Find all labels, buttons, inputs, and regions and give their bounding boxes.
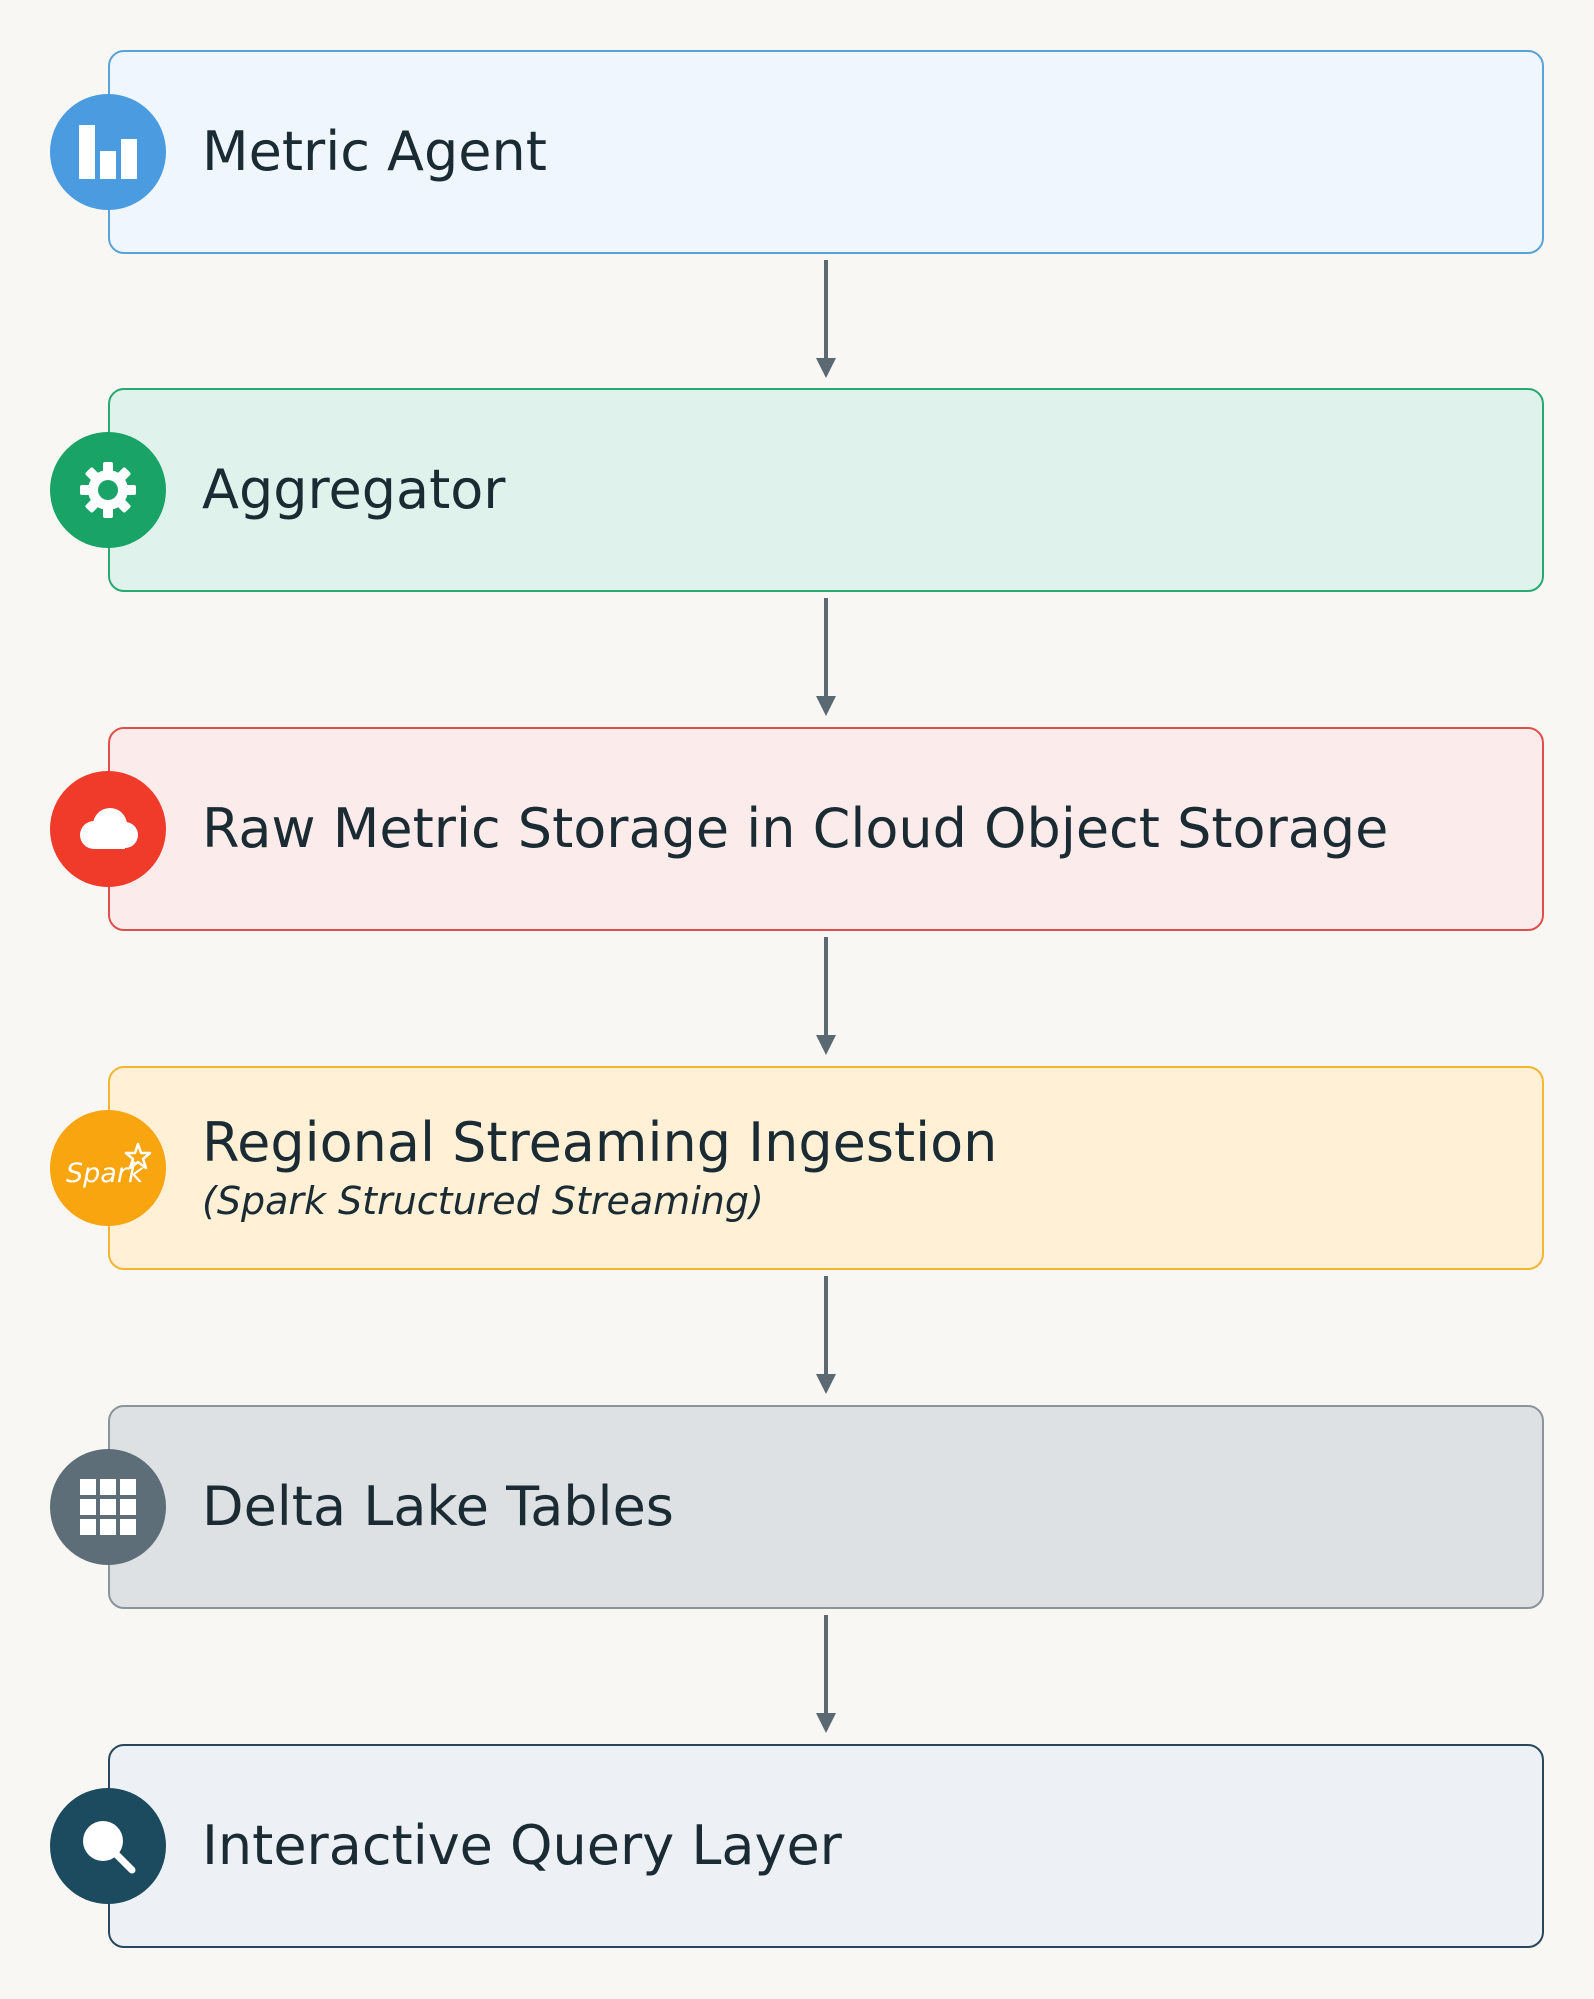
- connector-arrow: [816, 1615, 836, 1735]
- spark-logo-icon: Spark: [50, 1110, 166, 1226]
- step-title: Aggregator: [202, 457, 506, 521]
- step-title: Metric Agent: [202, 119, 547, 183]
- step-metric-agent: Metric Agent: [108, 50, 1544, 254]
- step-title: Raw Metric Storage in Cloud Object Stora…: [202, 796, 1389, 860]
- connector-arrow: [816, 598, 836, 718]
- step-regional-streaming-ingestion: Regional Streaming Ingestion (Spark Stru…: [108, 1066, 1544, 1270]
- step-title: Regional Streaming Ingestion: [202, 1110, 998, 1174]
- step-title: Delta Lake Tables: [202, 1474, 674, 1538]
- step-title: Interactive Query Layer: [202, 1813, 842, 1877]
- table-grid-icon: [50, 1449, 166, 1565]
- gear-icon: [50, 432, 166, 548]
- cloud-icon: [50, 771, 166, 887]
- step-interactive-query-layer: Interactive Query Layer: [108, 1744, 1544, 1948]
- connector-arrow: [816, 937, 836, 1057]
- step-raw-metric-storage: Raw Metric Storage in Cloud Object Stora…: [108, 727, 1544, 931]
- step-subtitle: (Spark Structured Streaming): [202, 1178, 764, 1223]
- connector-arrow: [816, 260, 836, 380]
- step-aggregator: Aggregator: [108, 388, 1544, 592]
- search-icon: [50, 1788, 166, 1904]
- step-delta-lake-tables: Delta Lake Tables: [108, 1405, 1544, 1609]
- bar-chart-icon: [50, 94, 166, 210]
- connector-arrow: [816, 1276, 836, 1396]
